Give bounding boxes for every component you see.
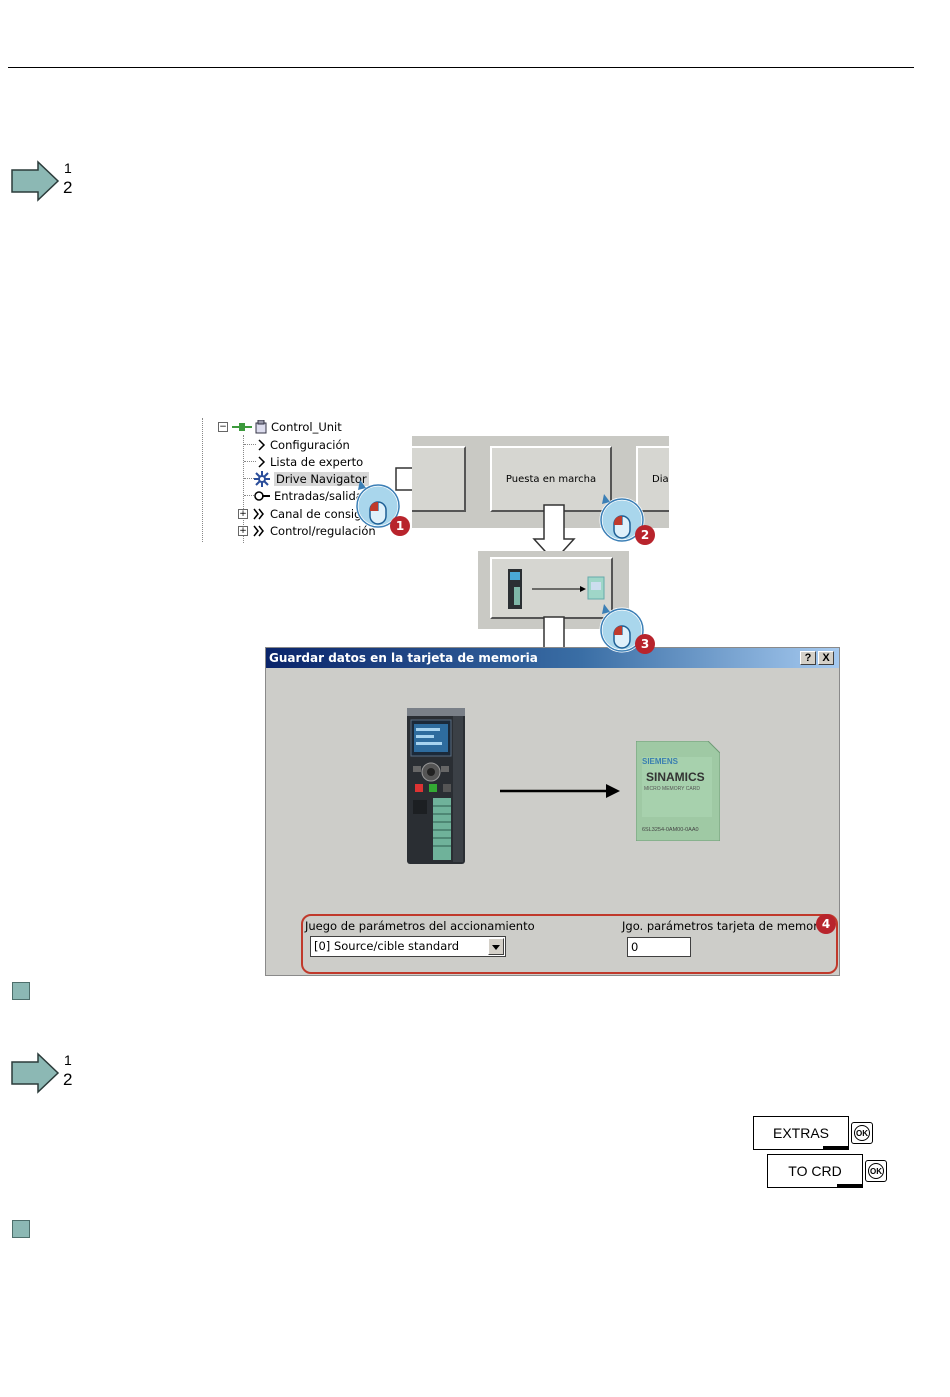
control-unit-icon: [255, 419, 267, 433]
tree-label: Configuración: [270, 437, 350, 452]
drive-to-card-icon: [508, 569, 605, 609]
previous-button[interactable]: [412, 446, 466, 512]
mouse-click-icon: [599, 494, 645, 543]
step-arrow-icon: 1 2: [10, 160, 80, 206]
dropdown-arrow-icon[interactable]: [488, 938, 504, 955]
step-number-1: 1: [64, 1052, 72, 1068]
drive-plug-icon: [232, 422, 252, 431]
card-subtitle: MICRO MEMORY CARD: [644, 786, 700, 792]
memory-card-image: SIEMENS SINAMICS MICRO MEMORY CARD 6SL32…: [636, 741, 720, 841]
ok-icon: OK: [854, 1125, 870, 1141]
double-chevron-icon: [253, 525, 264, 536]
collapse-icon[interactable]: −: [218, 421, 228, 432]
drive-param-set-label: Juego de parámetros del accionamiento: [305, 919, 535, 933]
card-product: SINAMICS: [646, 770, 705, 784]
step-end-marker: [12, 982, 30, 1000]
expand-icon[interactable]: +: [238, 508, 248, 519]
tree-label: Lista de experto: [270, 454, 364, 469]
bop-extras-display: EXTRAS: [753, 1116, 849, 1150]
step-number-2: 2: [63, 178, 73, 197]
bop-to-crd-label: TO CRD: [788, 1163, 842, 1179]
io-icon: [254, 490, 270, 501]
save-to-memory-card-dialog: Guardar datos en la tarjeta de memoria ?…: [265, 647, 840, 976]
callout-badge-2: 2: [635, 525, 655, 545]
ok-button[interactable]: OK: [851, 1122, 873, 1144]
card-param-set-value: 0: [631, 940, 639, 954]
callout-badge-1: 1: [390, 516, 410, 536]
commissioning-label: Puesta en marcha: [505, 473, 597, 485]
flow-arrow-down-icon: [532, 504, 576, 563]
bop-to-crd-display: TO CRD: [767, 1154, 863, 1188]
ok-button[interactable]: OK: [865, 1160, 887, 1182]
project-tree: − Control_Unit Configuración Lista de ex…: [198, 418, 398, 544]
card-part-number: 6SL3254-0AM00-0AA0: [642, 827, 699, 833]
double-chevron-icon: [253, 508, 264, 519]
card-param-set-label: Jgo. parámetros tarjeta de memoria: [622, 919, 829, 933]
step-number-2: 2: [63, 1070, 73, 1089]
converter-device-image: [407, 708, 465, 864]
dialog-title: Guardar datos en la tarjeta de memoria: [269, 651, 538, 665]
tree-item-canal-consigna[interactable]: + Canal de consigna: [238, 505, 376, 522]
drive-navigator-icon: [254, 470, 270, 487]
card-brand: SIEMENS: [642, 757, 679, 766]
tree-item-drive-navigator[interactable]: Drive Navigator: [244, 470, 369, 487]
bop-extras-label: EXTRAS: [772, 1125, 829, 1141]
tree-item-configuracion[interactable]: Configuración: [244, 436, 350, 453]
tree-item-entradas-salidas[interactable]: Entradas/salidas: [244, 487, 369, 504]
expand-icon[interactable]: +: [238, 525, 248, 536]
step-number-1: 1: [64, 160, 72, 176]
tree-label: Control/regulación: [270, 523, 376, 538]
mouse-click-icon: [355, 480, 401, 529]
dialog-titlebar: Guardar datos en la tarjeta de memoria ?…: [266, 648, 839, 668]
ok-icon: OK: [868, 1163, 884, 1179]
close-button[interactable]: X: [818, 651, 834, 665]
tree-label: Drive Navigator: [274, 471, 369, 486]
chevron-right-icon: [258, 438, 266, 451]
tree-label: Control_Unit: [271, 419, 342, 434]
callout-badge-4: 4: [816, 914, 836, 934]
step-arrow-icon: 1 2: [10, 1052, 80, 1098]
mouse-click-icon: [599, 604, 645, 653]
tree-node-control-unit[interactable]: − Control_Unit: [218, 418, 342, 435]
step-end-marker: [12, 1220, 30, 1238]
tree-item-lista-experto[interactable]: Lista de experto: [244, 453, 363, 470]
tree-label: Canal de consigna: [270, 506, 376, 521]
diagnostics-button[interactable]: Diag: [636, 446, 669, 512]
tree-label: Entradas/salidas: [274, 488, 369, 503]
header-rule: [8, 67, 914, 68]
parameter-set-group: [301, 914, 838, 974]
chevron-right-icon: [258, 455, 266, 468]
drive-param-set-value: [0] Source/cible standard: [314, 939, 460, 953]
help-button[interactable]: ?: [800, 651, 816, 665]
card-param-set-input[interactable]: 0: [627, 937, 691, 957]
transfer-arrow-icon: [500, 784, 620, 798]
callout-badge-3: 3: [635, 634, 655, 654]
save-to-card-button[interactable]: [490, 557, 613, 619]
diagnostics-label: Diag: [652, 473, 669, 485]
tree-item-control-regulacion[interactable]: + Control/regulación: [238, 522, 376, 539]
drive-param-set-select[interactable]: [0] Source/cible standard: [310, 936, 506, 957]
